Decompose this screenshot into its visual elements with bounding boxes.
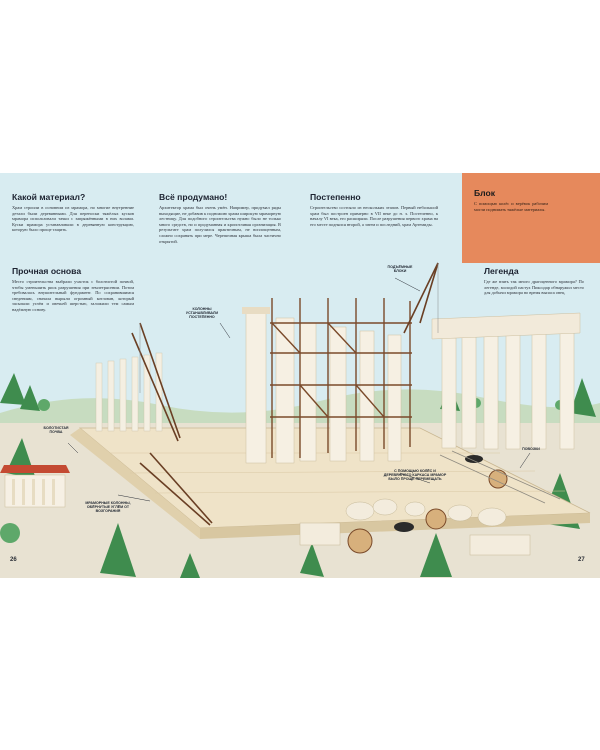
label-bulls: Повозки xyxy=(522,447,540,451)
section-foundation-text: Место строительства выбрали участок с бо… xyxy=(12,279,134,312)
temple-construction-illustration xyxy=(0,184,600,578)
section-planned-text: Архитектор храма был очень умён. Наприме… xyxy=(159,205,281,244)
section-planned-title: Всё продумано! xyxy=(159,192,228,202)
section-legend-text: Где же взять так много драгоценного мрам… xyxy=(484,279,584,296)
section-legend-title: Легенда xyxy=(484,266,519,276)
label-wooden: С помощью колёс и деревянного каркаса мр… xyxy=(383,469,447,482)
label-charcoal: Мраморные колонны, обёрнутые углём от во… xyxy=(85,501,131,514)
page-number-left: 26 xyxy=(10,557,17,563)
section-block-title: Блок xyxy=(474,188,496,198)
block-callout: Блок С помощью колёс и верёвок рабочим м… xyxy=(462,173,600,263)
page-number-right: 27 xyxy=(578,557,585,563)
label-crane: Подъёмные блоки xyxy=(387,265,413,274)
section-gradual-text: Строительство состояло из нескольких эта… xyxy=(310,205,438,227)
book-spread: Какой материал? Храм строили в основном … xyxy=(0,173,600,578)
section-block-text: С помощью колёс и верёвок рабочим могли … xyxy=(474,201,548,212)
label-swamp: Болотистая почва xyxy=(43,426,69,435)
section-gradual-title: Постепенно xyxy=(310,192,361,202)
section-material-text: Храм строили в основном из мрамора, но м… xyxy=(12,205,134,233)
label-columns: Колонны устанавливали постепенно xyxy=(185,307,219,320)
section-foundation-title: Прочная основа xyxy=(12,266,82,276)
section-material-title: Какой материал? xyxy=(12,192,86,202)
